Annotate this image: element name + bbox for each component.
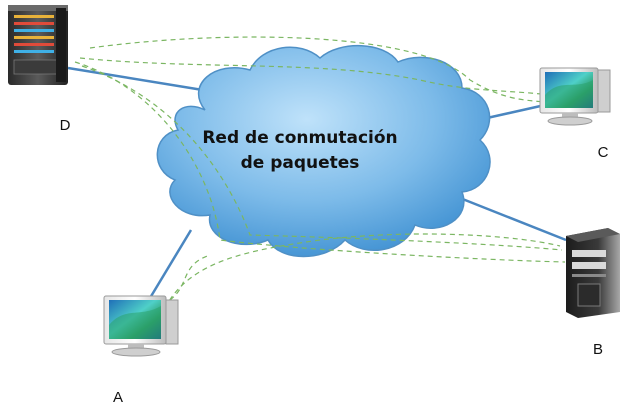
node-b-label: B: [593, 341, 603, 358]
node-a[interactable]: A: [103, 295, 179, 404]
node-d[interactable]: D: [8, 5, 71, 134]
link-d: [67, 66, 216, 94]
node-c-label: C: [598, 144, 609, 161]
node-b[interactable]: B: [566, 228, 620, 358]
node-d-label: D: [60, 117, 71, 134]
server-icon: [8, 5, 68, 85]
packet-path-d-b-2: [81, 65, 563, 251]
cloud-label-line2: de paquetes: [241, 153, 360, 173]
monitor-icon: [539, 67, 611, 126]
cloud-label-line1: Red de conmutación: [202, 128, 397, 148]
link-a: [148, 229, 193, 299]
node-c[interactable]: C: [539, 67, 611, 161]
packet-network-cloud: Red de conmutación de paquetes: [156, 45, 491, 258]
packet-path-d-b: [74, 61, 566, 263]
packet-path-d-c-lower: [79, 57, 551, 96]
node-a-label: A: [113, 389, 123, 404]
packet-path-a-c: [169, 254, 211, 301]
packet-paths: [74, 36, 566, 309]
tower-pc-icon: [566, 228, 620, 318]
link-b: [459, 196, 567, 242]
monitor-icon: [103, 295, 179, 357]
